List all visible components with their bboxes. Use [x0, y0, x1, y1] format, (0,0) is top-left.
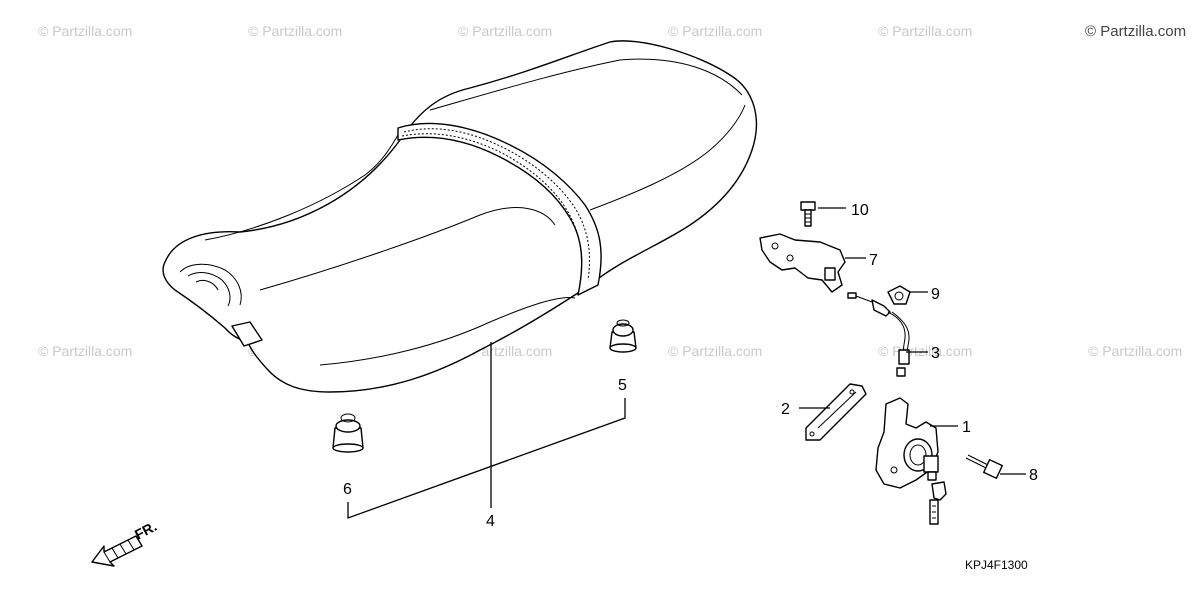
- watermark: © Partzilla.com: [668, 23, 762, 39]
- watermark: © Partzilla.com: [878, 23, 972, 39]
- latch-part-7[interactable]: [759, 233, 846, 293]
- plate-part-2[interactable]: [805, 383, 867, 441]
- callout-3[interactable]: 3: [931, 345, 940, 362]
- watermark: © Partzilla.com: [1088, 343, 1182, 359]
- cushion-part-6[interactable]: [332, 413, 364, 453]
- callout-6[interactable]: 6: [343, 481, 352, 498]
- callout-5[interactable]: 5: [618, 377, 627, 394]
- front-direction-arrow-icon: [91, 535, 143, 567]
- screw-part-8[interactable]: [965, 454, 1004, 480]
- watermark: © Partzilla.com: [458, 23, 552, 39]
- seat-drawing[interactable]: [162, 40, 758, 393]
- bolt-part-10[interactable]: [800, 201, 816, 227]
- callout-8[interactable]: 8: [1029, 467, 1038, 484]
- diagram-code: KPJ4F1300: [965, 558, 1028, 572]
- clip-part-9[interactable]: [887, 285, 911, 305]
- seat-lock-part-1[interactable]: [875, 397, 947, 525]
- watermark: © Partzilla.com: [248, 23, 342, 39]
- callout-2[interactable]: 2: [781, 401, 790, 418]
- watermark: © Partzilla.com: [38, 23, 132, 39]
- watermark: © Partzilla.com: [878, 343, 972, 359]
- callout-1[interactable]: 1: [962, 419, 971, 436]
- callout-10[interactable]: 10: [851, 202, 869, 219]
- callout-7[interactable]: 7: [869, 252, 878, 269]
- cushion-part-5[interactable]: [609, 319, 637, 353]
- callout-9[interactable]: 9: [931, 286, 940, 303]
- watermark: © Partzilla.com: [38, 343, 132, 359]
- callout-4[interactable]: 4: [486, 513, 495, 530]
- watermark: © Partzilla.com: [668, 343, 762, 359]
- watermark-brand: © Partzilla.com: [1085, 23, 1186, 40]
- cable-part-3[interactable]: [847, 292, 910, 377]
